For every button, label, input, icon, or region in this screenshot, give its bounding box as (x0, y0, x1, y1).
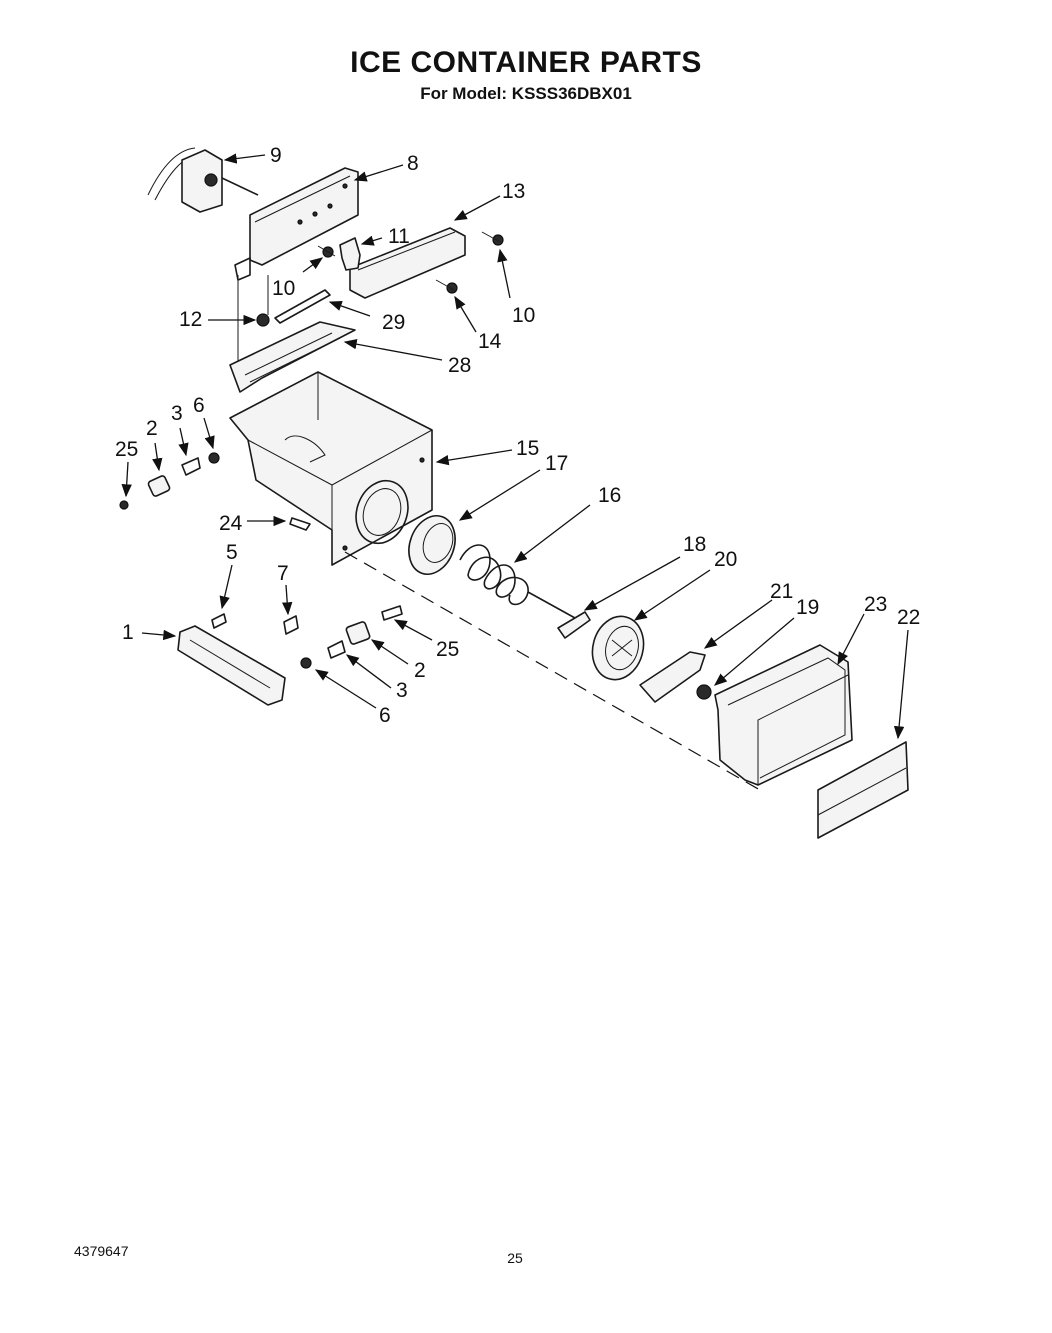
callout-3-upper: 3 (171, 402, 183, 425)
callout-13: 13 (502, 180, 525, 203)
callout-7: 7 (277, 562, 289, 585)
part-16-auger-spring (459, 544, 576, 619)
callout-1: 1 (122, 621, 134, 644)
callout-11: 11 (388, 225, 410, 248)
part-28-slide (229, 321, 356, 393)
part-9-motor (147, 147, 259, 213)
part-19-nut (696, 684, 712, 700)
callout-18: 18 (683, 533, 706, 556)
callout-19: 19 (796, 596, 819, 619)
callout-9: 9 (270, 144, 282, 167)
document-number: 4379647 (74, 1243, 129, 1259)
page-title: ICE CONTAINER PARTS (350, 46, 702, 79)
callout-10-right: 10 (512, 304, 535, 327)
callout-29: 29 (382, 311, 405, 334)
part-29-rod (274, 289, 331, 324)
part-11-clip (339, 237, 361, 271)
callout-6-upper: 6 (193, 394, 205, 417)
page-number: 25 (507, 1250, 523, 1266)
part-13-bracket (349, 227, 466, 299)
callout-28: 28 (448, 354, 471, 377)
fasteners-left-upper (119, 452, 220, 510)
callout-10-left: 10 (272, 277, 295, 300)
callout-23: 23 (864, 593, 887, 616)
callout-6-lower: 6 (379, 704, 391, 727)
model-subtitle: For Model: KSSS36DBX01 (420, 84, 632, 103)
parts-5-7-screws (211, 613, 299, 635)
callout-15: 15 (516, 437, 539, 460)
callout-22: 22 (897, 606, 920, 629)
part-12-fitting (237, 275, 270, 370)
callout-21: 21 (770, 580, 793, 603)
part-24-screw (289, 517, 311, 531)
screws-10-14 (317, 231, 504, 294)
part-15-housing (229, 371, 433, 566)
callout-5: 5 (226, 541, 238, 564)
callout-3-lower: 3 (396, 679, 408, 702)
callout-25-lower: 25 (436, 638, 459, 661)
callout-25-upper: 25 (115, 438, 138, 461)
part-20-auger-drum (591, 615, 645, 681)
callout-2-upper: 2 (146, 417, 158, 440)
part-18-blade (557, 611, 591, 639)
part-8-control-plate (234, 167, 359, 281)
callout-labels: 9 8 13 11 10 10 12 29 14 28 6 3 2 25 15 … (115, 144, 920, 727)
callout-8: 8 (407, 152, 419, 175)
callout-12: 12 (179, 308, 202, 331)
fasteners-lower (300, 605, 403, 669)
part-23-ice-bucket (714, 644, 853, 786)
part-17-ring (408, 515, 456, 575)
part-22-front-panel (817, 741, 909, 839)
callout-2-lower: 2 (414, 659, 426, 682)
leader-lines (121, 153, 909, 740)
assembly-centerline (344, 551, 761, 791)
callout-14: 14 (478, 330, 502, 353)
callout-24: 24 (219, 512, 243, 535)
part-21-plate (639, 651, 706, 703)
callout-17: 17 (545, 452, 568, 475)
callout-20: 20 (714, 548, 737, 571)
part-1-cover-strip (177, 625, 286, 706)
callout-16: 16 (598, 484, 621, 507)
